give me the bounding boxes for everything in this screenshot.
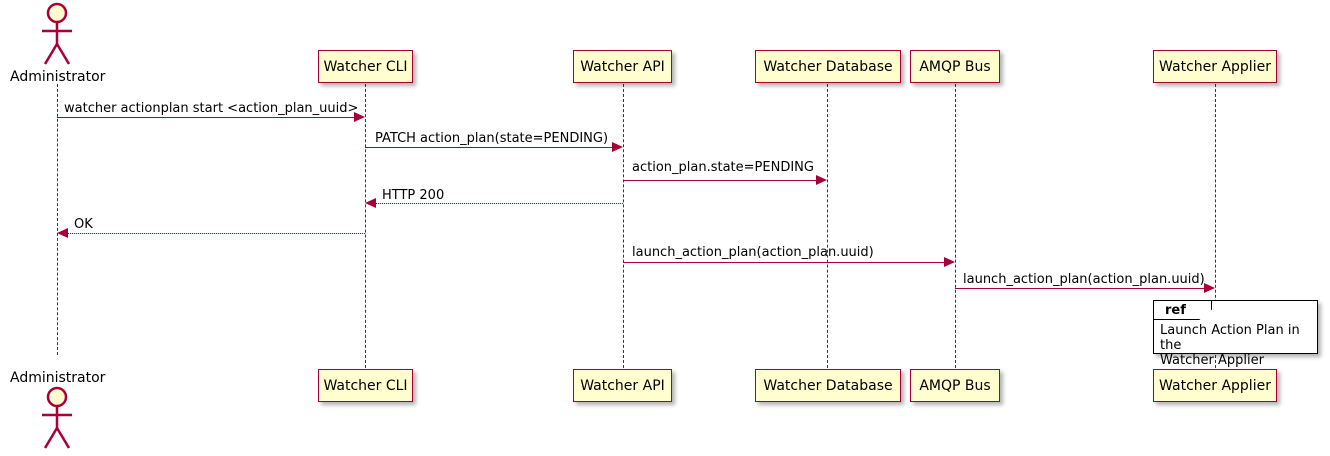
participant-watcher-cli-bottom[interactable]: Watcher CLI — [318, 369, 413, 402]
actor-stick-figure-icon — [42, 386, 72, 449]
message-label-m7: launch_action_plan(action_plan.uuid) — [963, 272, 1205, 287]
lifeline-watcher-applier — [1215, 84, 1216, 368]
message-arrowhead-m1 — [354, 112, 365, 122]
participant-watcher-api-bottom[interactable]: Watcher API — [573, 369, 672, 402]
actor-administrator-bottom — [33, 386, 81, 450]
actor-stick-figure-icon — [42, 2, 72, 65]
participant-label: AMQP Bus — [919, 58, 991, 75]
participant-watcher-api-top[interactable]: Watcher API — [573, 50, 672, 83]
lifeline-watcher-api — [623, 84, 624, 368]
actor-label-administrator-top: Administrator — [10, 69, 106, 85]
message-arrowhead-m7 — [1204, 283, 1215, 293]
ref-fragment-text: Launch Action Plan in the Watcher Applie… — [1160, 323, 1300, 368]
message-line-m4 — [376, 203, 623, 204]
participant-watcher-applier-bottom[interactable]: Watcher Applier — [1153, 369, 1277, 402]
message-arrowhead-m3 — [816, 175, 827, 185]
participant-amqp-bus-top[interactable]: AMQP Bus — [910, 50, 1000, 83]
message-label-m6: launch_action_plan(action_plan.uuid) — [632, 245, 874, 260]
ref-fragment-launch-action-plan[interactable]: ref Launch Action Plan in the Watcher Ap… — [1153, 300, 1318, 368]
ref-fragment-tag: ref — [1154, 301, 1212, 320]
message-label-m3: action_plan.state=PENDING — [632, 160, 814, 175]
participant-watcher-cli-top[interactable]: Watcher CLI — [318, 50, 413, 83]
participant-watcher-database-bottom[interactable]: Watcher Database — [755, 369, 901, 402]
message-line-m3 — [623, 180, 819, 181]
participant-label: Watcher Applier — [1159, 377, 1271, 394]
message-arrowhead-m6 — [944, 257, 955, 267]
participant-label: Watcher Database — [763, 58, 893, 75]
lifeline-amqp-bus — [955, 84, 956, 368]
message-line-m7 — [955, 288, 1207, 289]
participant-label: Watcher Applier — [1159, 58, 1271, 75]
message-label-m4: HTTP 200 — [382, 188, 445, 203]
participant-label: Watcher CLI — [323, 58, 408, 75]
actor-label-administrator-bottom: Administrator — [10, 370, 106, 386]
lifeline-administrator — [57, 84, 58, 355]
participant-label: Watcher CLI — [323, 377, 408, 394]
message-line-m5 — [68, 233, 365, 234]
participant-label: Watcher API — [580, 377, 665, 394]
message-label-m1: watcher actionplan start <action_plan_uu… — [64, 101, 359, 116]
message-label-m5: OK — [74, 217, 93, 232]
participant-label: AMQP Bus — [919, 377, 991, 394]
lifeline-watcher-cli — [365, 84, 366, 368]
message-arrowhead-m4 — [365, 198, 376, 208]
participant-watcher-applier-top[interactable]: Watcher Applier — [1153, 50, 1277, 83]
lifeline-watcher-database — [827, 84, 828, 368]
actor-administrator-top — [33, 2, 81, 66]
participant-label: Watcher API — [580, 58, 665, 75]
message-line-m6 — [623, 262, 947, 263]
message-label-m2: PATCH action_plan(state=PENDING) — [375, 131, 609, 146]
message-arrowhead-m2 — [612, 142, 623, 152]
message-arrowhead-m5 — [57, 228, 68, 238]
participant-watcher-database-top[interactable]: Watcher Database — [755, 50, 901, 83]
participant-amqp-bus-bottom[interactable]: AMQP Bus — [910, 369, 1000, 402]
participant-label: Watcher Database — [763, 377, 893, 394]
message-line-m2 — [365, 147, 615, 148]
message-line-m1 — [57, 117, 357, 118]
